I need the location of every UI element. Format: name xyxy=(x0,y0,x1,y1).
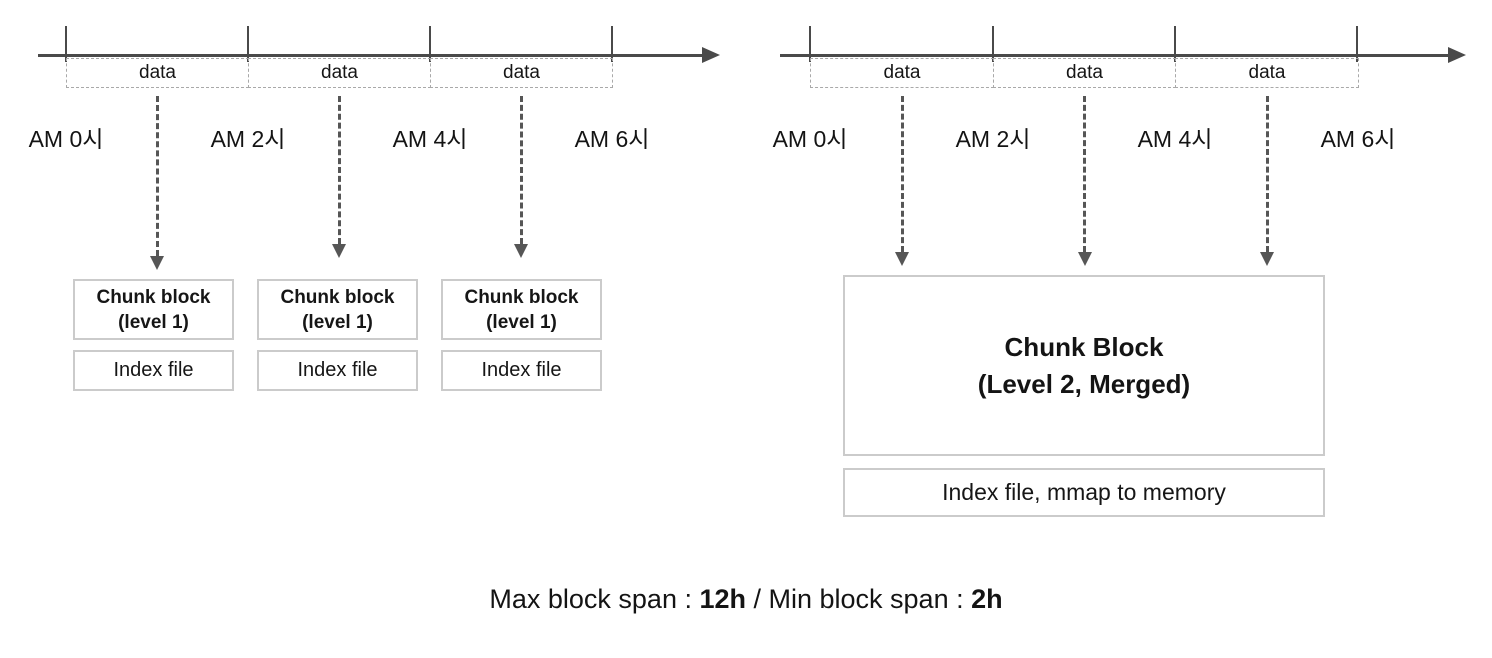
left-timeline-arrowhead-icon xyxy=(702,47,720,63)
index-file-box: Index file xyxy=(257,350,418,391)
left-timeline-axis xyxy=(38,54,704,57)
chunk-block-level2-merged-box: Chunk Block (Level 2, Merged) xyxy=(843,275,1325,456)
left-time-label-am4: AM 4시 xyxy=(392,126,468,152)
left-data-segment: data xyxy=(66,58,249,88)
left-flow-arrowhead-icon xyxy=(150,256,164,270)
left-flow-arrow-line xyxy=(337,96,341,244)
right-time-label-am6: AM 6시 xyxy=(1320,126,1396,152)
caption-min-span-value: 2h xyxy=(971,584,1003,614)
left-flow-arrowhead-icon xyxy=(514,244,528,258)
chunk-block-subtitle: (level 1) xyxy=(118,311,189,333)
left-time-label-am0: AM 0시 xyxy=(28,126,104,152)
right-time-label-am4: AM 4시 xyxy=(1137,126,1213,152)
block-span-caption: Max block span : 12h / Min block span : … xyxy=(0,584,1492,615)
right-tick-2h xyxy=(992,26,994,62)
right-timeline-axis xyxy=(780,54,1448,57)
right-flow-arrow-line xyxy=(1083,96,1086,252)
left-tick-0h xyxy=(65,26,67,62)
chunk-block-title: Chunk block xyxy=(464,286,579,308)
left-tick-4h xyxy=(429,26,431,62)
right-time-label-am0: AM 0시 xyxy=(772,126,848,152)
chunk-block-level1-box: Chunk block (level 1) xyxy=(73,279,234,340)
left-time-label-am2: AM 2시 xyxy=(210,126,286,152)
left-flow-arrowhead-icon xyxy=(332,244,346,258)
index-file-mmap-box: Index file, mmap to memory xyxy=(843,468,1325,517)
left-flow-arrow-line xyxy=(155,96,159,256)
caption-max-span-value: 12h xyxy=(699,584,746,614)
left-tick-6h xyxy=(611,26,613,62)
right-data-segment: data xyxy=(810,58,994,88)
chunk-block-level1-box: Chunk block (level 1) xyxy=(257,279,418,340)
caption-separator: / Min block span : xyxy=(746,584,972,614)
right-flow-arrowhead-icon xyxy=(1260,252,1274,266)
caption-prefix: Max block span : xyxy=(489,584,700,614)
left-data-segment: data xyxy=(248,58,431,88)
right-timeline-arrowhead-icon xyxy=(1448,47,1466,63)
chunk-block-level1-box: Chunk block (level 1) xyxy=(441,279,602,340)
merged-chunk-block-subtitle: (Level 2, Merged) xyxy=(977,368,1191,399)
left-data-segment: data xyxy=(430,58,613,88)
right-time-label-am2: AM 2시 xyxy=(955,126,1031,152)
right-flow-arrowhead-icon xyxy=(1077,252,1092,266)
right-flow-arrowhead-icon xyxy=(895,252,909,266)
chunk-block-subtitle: (level 1) xyxy=(302,311,373,333)
left-time-label-am6: AM 6시 xyxy=(574,126,650,152)
chunk-block-title: Chunk block xyxy=(280,286,395,308)
right-flow-arrow-line xyxy=(1265,96,1269,252)
merged-chunk-block-title: Chunk Block xyxy=(1004,331,1164,362)
left-flow-arrow-line xyxy=(519,96,523,244)
right-data-segment: data xyxy=(993,58,1176,88)
index-file-box: Index file xyxy=(73,350,234,391)
right-tick-0h xyxy=(809,26,811,62)
right-tick-6h xyxy=(1356,26,1358,62)
right-data-segment: data xyxy=(1175,58,1359,88)
index-file-box: Index file xyxy=(441,350,602,391)
right-flow-arrow-line xyxy=(900,96,904,252)
chunk-block-title: Chunk block xyxy=(96,286,211,308)
chunk-block-subtitle: (level 1) xyxy=(486,311,557,333)
right-tick-4h xyxy=(1174,26,1176,62)
left-tick-2h xyxy=(247,26,249,62)
